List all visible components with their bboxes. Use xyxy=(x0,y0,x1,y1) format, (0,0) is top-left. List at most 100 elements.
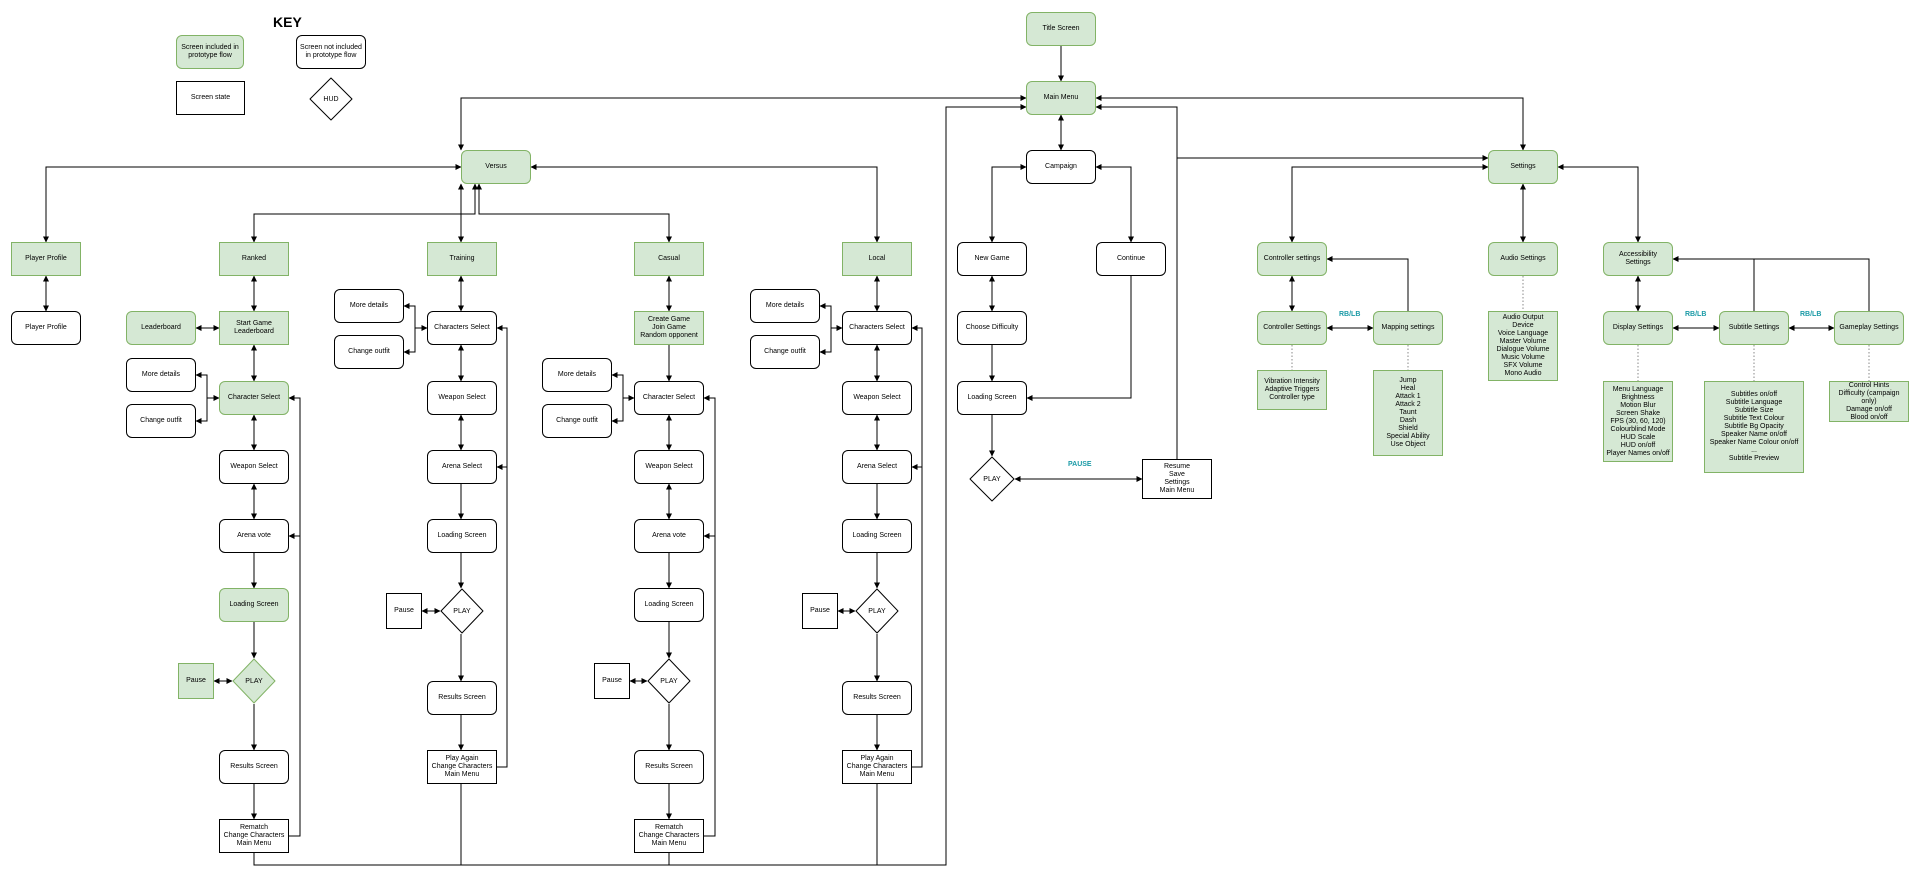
training-arena-select-node: Arena Select xyxy=(427,450,497,484)
mapping-options-node: Jump Heal Attack 1 Attack 2 Taunt Dash S… xyxy=(1373,370,1443,456)
key-included: Screen included in prototype flow xyxy=(176,35,244,69)
ranked-pause-node: Pause xyxy=(178,663,214,699)
connector-24 xyxy=(195,397,219,424)
casual-character-select-node: Character Select xyxy=(634,381,704,415)
main-menu-node: Main Menu xyxy=(1026,81,1096,115)
display-options-node: Menu Language Brightness Motion Blur Scr… xyxy=(1603,381,1673,462)
rb-lb-label-subtitle: RB/LB xyxy=(1800,311,1822,318)
casual-pause-node: Pause xyxy=(594,663,630,699)
training-play-node: PLAY xyxy=(440,588,484,634)
ranked-play-node: PLAY xyxy=(232,658,276,704)
training-results-node: Results Screen xyxy=(427,681,497,715)
campaign-play-node: PLAY xyxy=(969,456,1015,502)
casual-create-node: Create Game Join Game Random opponent xyxy=(634,311,704,345)
local-change-outfit-node: Change outfit xyxy=(750,335,820,369)
training-more-details-node: More details xyxy=(334,289,404,323)
continue-node: Continue xyxy=(1096,242,1166,276)
player-profile-screen-node: Player Profile xyxy=(11,311,81,345)
casual-results-node: Results Screen xyxy=(634,750,704,784)
connector-87 xyxy=(1672,256,1755,311)
key-hud-label: HUD xyxy=(323,95,339,103)
connector-35 xyxy=(403,303,428,331)
ranked-character-select-node: Character Select xyxy=(219,381,289,415)
start-game-leaderboard-node: Start Game Leaderboard xyxy=(219,311,289,345)
pause-edge-label: PAUSE xyxy=(1068,461,1092,468)
training-play-label: PLAY xyxy=(453,607,471,615)
casual-rematch-node: Rematch Change Characters Main Menu xyxy=(634,819,704,853)
ranked-change-outfit-node: Change outfit xyxy=(126,404,196,438)
connector-7 xyxy=(989,164,1027,243)
connector-75 xyxy=(1289,164,1489,243)
local-node: Local xyxy=(842,242,912,276)
connector-48 xyxy=(611,372,635,401)
mapping-settings-node: Mapping settings xyxy=(1373,311,1443,345)
player-profile-node: Player Profile xyxy=(11,242,81,276)
connector-61 xyxy=(819,327,842,355)
campaign-node: Campaign xyxy=(1026,150,1096,184)
connector-36 xyxy=(403,327,427,355)
subtitle-options-node: Subtitles on/off Subtitle Language Subti… xyxy=(1704,381,1804,473)
controller-options-node: Vibration Intensity Adaptive Triggers Co… xyxy=(1257,370,1327,410)
versus-node: Versus xyxy=(461,150,531,184)
ranked-results-node: Results Screen xyxy=(219,750,289,784)
casual-node: Casual xyxy=(634,242,704,276)
connector-60 xyxy=(819,303,843,331)
leaderboard-node: Leaderboard xyxy=(126,311,196,345)
connector-23 xyxy=(195,372,220,401)
campaign-play-label: PLAY xyxy=(983,475,1001,483)
training-pause-node: Pause xyxy=(386,593,422,629)
key-screen-state: Screen state xyxy=(176,81,245,115)
training-play-again-node: Play Again Change Characters Main Menu xyxy=(427,750,497,784)
connector-14 xyxy=(43,164,462,243)
training-change-outfit-node: Change outfit xyxy=(334,335,404,369)
connector-69 xyxy=(911,325,923,768)
rb-lb-label-display: RB/LB xyxy=(1685,311,1707,318)
campaign-pause-menu-node: Resume Save Settings Main Menu xyxy=(1142,459,1212,499)
connector-11 xyxy=(1026,276,1132,401)
connector-5 xyxy=(1095,104,1178,459)
casual-weapon-select-node: Weapon Select xyxy=(634,450,704,484)
accessibility-settings-node: Accessibility Settings xyxy=(1603,242,1673,276)
audio-settings-node: Audio Settings xyxy=(1488,242,1558,276)
local-play-label: PLAY xyxy=(868,607,886,615)
connector-2 xyxy=(458,95,1027,151)
title-screen-node: Title Screen xyxy=(1026,12,1096,46)
gameplay-settings-node: Gameplay Settings xyxy=(1834,311,1904,345)
local-play-again-node: Play Again Change Characters Main Menu xyxy=(842,750,912,784)
ranked-play-label: PLAY xyxy=(245,677,263,685)
subtitle-settings-node: Subtitle Settings xyxy=(1719,311,1789,345)
connector-77 xyxy=(1557,164,1641,243)
casual-change-outfit-node: Change outfit xyxy=(542,404,612,438)
connector-8 xyxy=(1095,164,1134,243)
ranked-loading-node: Loading Screen xyxy=(219,588,289,622)
connector-4 xyxy=(1095,95,1526,151)
display-settings-node: Display Settings xyxy=(1603,311,1673,345)
local-loading-node: Loading Screen xyxy=(842,519,912,553)
ranked-more-details-node: More details xyxy=(126,358,196,392)
connector-18 xyxy=(530,164,880,243)
training-loading-node: Loading Screen xyxy=(427,519,497,553)
training-node: Training xyxy=(427,242,497,276)
gameplay-options-node: Control Hints Difficulty (campaign only)… xyxy=(1829,381,1909,422)
key-hud: HUD xyxy=(309,77,353,121)
connector-15 xyxy=(251,183,478,243)
ranked-arena-vote-node: Arena vote xyxy=(219,519,289,553)
local-pause-node: Pause xyxy=(802,593,838,629)
local-arena-select-node: Arena Select xyxy=(842,450,912,484)
casual-play-node: PLAY xyxy=(647,658,691,704)
training-weapon-select-node: Weapon Select xyxy=(427,381,497,415)
local-more-details-node: More details xyxy=(750,289,820,323)
campaign-loading-node: Loading Screen xyxy=(957,381,1027,415)
key-not-included: Screen not included in prototype flow xyxy=(296,35,366,69)
controller-settings-screen-node: Controller Settings xyxy=(1257,311,1327,345)
ranked-rematch-node: Rematch Change Characters Main Menu xyxy=(219,819,289,853)
settings-node: Settings xyxy=(1488,150,1558,184)
new-game-node: New Game xyxy=(957,242,1027,276)
casual-loading-node: Loading Screen xyxy=(634,588,704,622)
connector-80 xyxy=(1326,256,1409,311)
controller-settings-node: Controller settings xyxy=(1257,242,1327,276)
choose-difficulty-node: Choose Difficulty xyxy=(957,311,1027,345)
local-weapon-select-node: Weapon Select xyxy=(842,381,912,415)
rb-lb-label-controller: RB/LB xyxy=(1339,311,1361,318)
